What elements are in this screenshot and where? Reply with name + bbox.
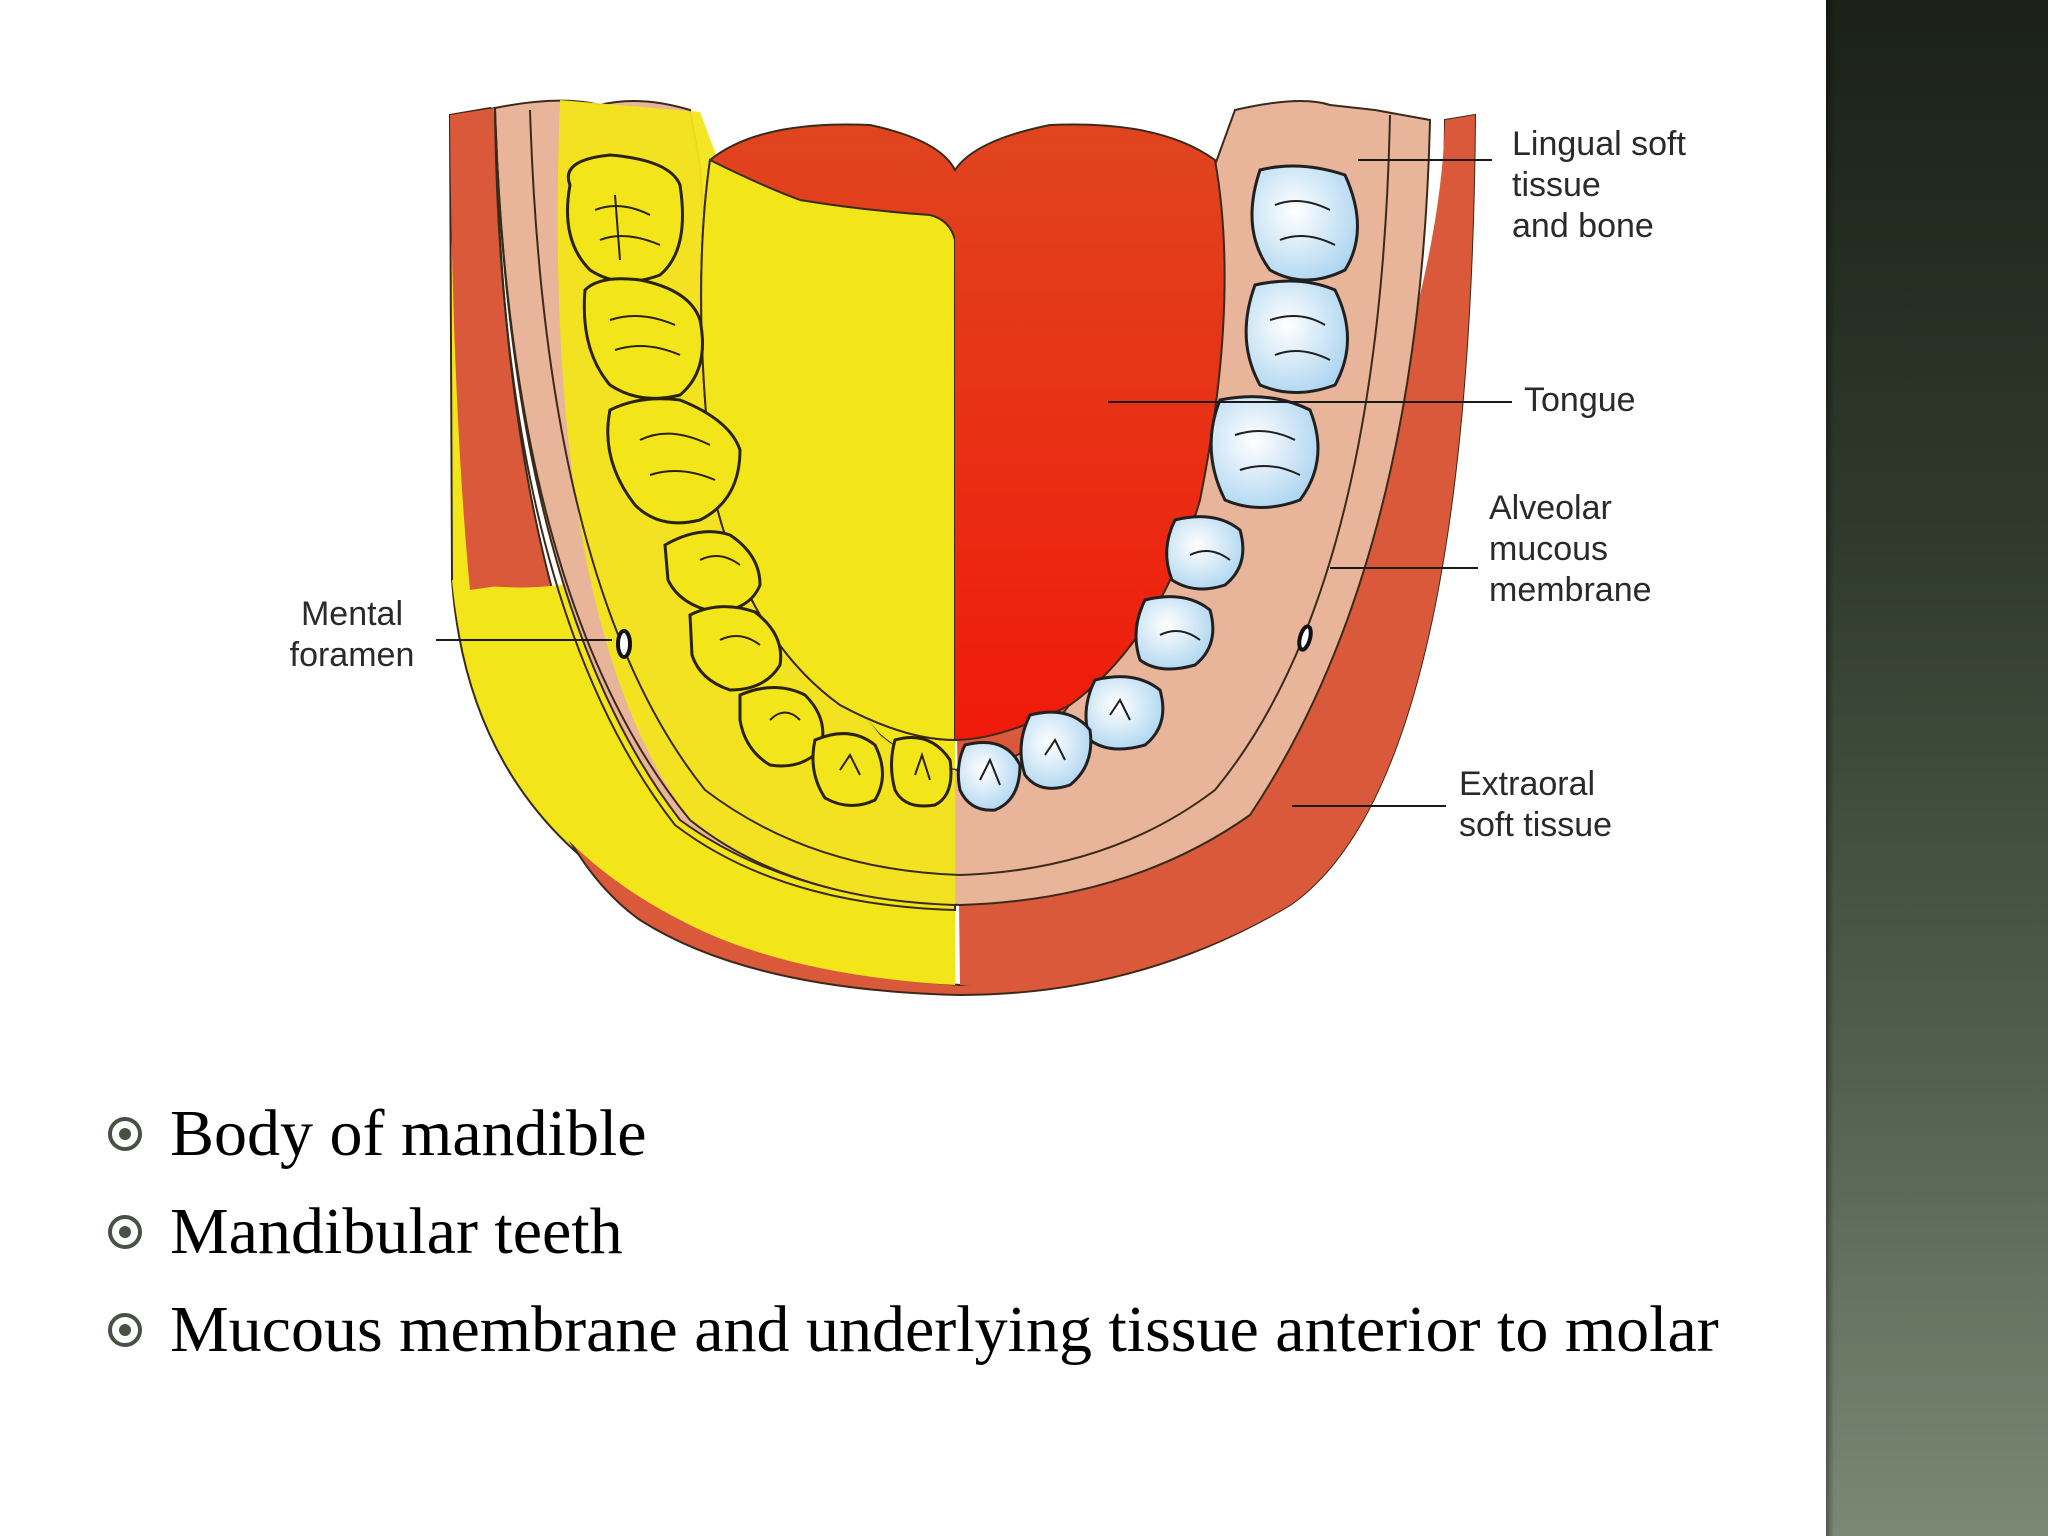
mandible-illustration <box>436 99 1512 997</box>
right-teeth <box>956 164 1359 812</box>
left-teeth <box>566 153 953 808</box>
bullet-icon <box>108 1215 142 1249</box>
bullet-item: Body of mandible <box>108 1085 1808 1183</box>
bullet-list: Body of mandible Mandibular teeth Mucous… <box>108 1085 1808 1379</box>
label-mental-foramen: Mental foramen <box>289 595 415 674</box>
bullet-item: Mucous membrane and underlying tissue an… <box>108 1281 1808 1379</box>
mental-foramen-right <box>1297 624 1313 652</box>
left-red-strip <box>450 108 540 590</box>
mental-foramen-left <box>616 629 632 659</box>
mandible-diagram: Lingual soft tissue and bone Tongue Alve… <box>289 99 1686 997</box>
bullet-item: Mandibular teeth <box>108 1183 1808 1281</box>
bullet-icon <box>108 1117 142 1151</box>
bullet-text: Mandibular teeth <box>170 1195 623 1268</box>
label-lingual-soft-tissue: Lingual soft tissue and bone <box>1512 125 1686 245</box>
bullet-text: Body of mandible <box>170 1097 647 1170</box>
label-tongue: Tongue <box>1524 381 1636 419</box>
bullet-icon <box>108 1313 142 1347</box>
bullet-text: Mucous membrane and underlying tissue an… <box>170 1293 1719 1366</box>
label-alveolar-mucous-membrane: Alveolar mucous membrane <box>1489 489 1652 609</box>
decorative-side-panel <box>1826 0 2048 1536</box>
label-extraoral-soft-tissue: Extraoral soft tissue <box>1459 765 1613 844</box>
tongue-yellow-half <box>700 158 955 742</box>
